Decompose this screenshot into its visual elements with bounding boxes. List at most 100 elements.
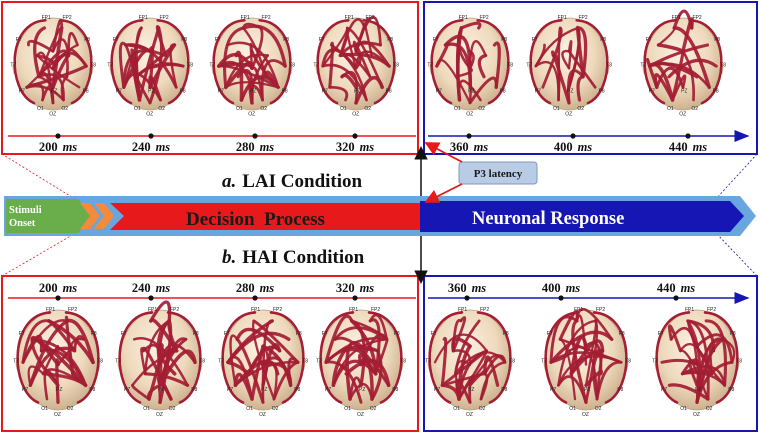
electrode-label: PZ (468, 387, 474, 393)
electrode-label: P8 (386, 89, 392, 95)
electrode-label: F8 (181, 37, 187, 43)
stimuli-onset-label: Stimuli Onset (9, 205, 44, 229)
electrode-label: O2 (260, 106, 267, 112)
electrode-label: T8 (302, 359, 308, 365)
hai-neuronal-panel (423, 275, 758, 432)
tick-dot (352, 295, 358, 301)
electrode-label: PZ (681, 89, 687, 95)
electrode-label: T7 (313, 62, 319, 68)
electrode-label: O1 (340, 106, 347, 112)
electrode-label: T8 (400, 359, 406, 365)
electrode-label: OZ (352, 112, 359, 118)
electrode-label: O2 (158, 106, 165, 112)
neuronal-segment (420, 201, 744, 232)
electrode-label: O1 (453, 406, 460, 412)
electrode-label: OZ (49, 112, 56, 118)
electrode-label: P7 (649, 89, 655, 95)
electrode-label: F8 (193, 331, 199, 337)
electrode-label: PZ (148, 89, 154, 95)
electrode-label: T8 (720, 62, 726, 68)
electrode-label: O2 (577, 106, 584, 112)
electrode-label: T8 (199, 359, 205, 365)
electrode-label: F8 (296, 331, 302, 337)
electrode-label: F7 (19, 331, 25, 337)
electrode-label: T7 (218, 359, 224, 365)
p3-arrow-up (424, 142, 463, 163)
electrode-label: O2 (691, 106, 698, 112)
electrode-label: T7 (640, 62, 646, 68)
electrode-label: F7 (532, 37, 538, 43)
electrode-label: F7 (658, 331, 664, 337)
electrode-label: F8 (387, 37, 393, 43)
electrode-label: FP1 (574, 307, 583, 313)
electrode-label: FP1 (46, 307, 55, 313)
electrode-label: P8 (282, 89, 288, 95)
electrode-label: T8 (625, 359, 631, 365)
electrode-label: T7 (316, 359, 322, 365)
electrode-label: FP2 (160, 15, 169, 21)
electrode-label: P8 (501, 387, 507, 393)
electrode-label: O2 (478, 106, 485, 112)
electrode-label: FP1 (672, 15, 681, 21)
electrode-label: F7 (224, 331, 230, 337)
electrode-label: P8 (392, 387, 398, 393)
chevron-2 (94, 203, 114, 229)
tick-dot (466, 133, 472, 139)
electrode-label: PZ (584, 387, 590, 393)
electrode-label: FP2 (707, 307, 716, 313)
electrode-label: O2 (706, 406, 713, 412)
electrode-label: F7 (646, 37, 652, 43)
electrode-label: FP2 (262, 15, 271, 21)
electrode-label: F7 (322, 331, 328, 337)
electrode-label: F8 (394, 331, 400, 337)
electrode-label: FP1 (241, 15, 250, 21)
electrode-label: P8 (713, 89, 719, 95)
electrode-label: O2 (272, 406, 279, 412)
electrode-label: PZ (359, 387, 365, 393)
electrode-label: P8 (89, 387, 95, 393)
connections (110, 19, 190, 105)
electrode-label: PZ (56, 387, 62, 393)
electrode-label: T8 (509, 359, 515, 365)
electrode-label: T8 (507, 62, 513, 68)
p3-arrow-down (424, 183, 463, 203)
electrode-label: P8 (728, 387, 734, 393)
electrode-label: FP1 (42, 15, 51, 21)
electrode-label: O1 (553, 106, 560, 112)
electrode-label: FP1 (459, 15, 468, 21)
lai-neuronal-panel (423, 1, 758, 155)
electrode-label: OZ (248, 112, 255, 118)
electrode-label: O1 (134, 106, 141, 112)
electrode-label: T8 (97, 359, 103, 365)
electrode-label: F7 (121, 331, 127, 337)
electrode-label: T7 (13, 359, 19, 365)
electrode-label: F8 (714, 37, 720, 43)
tick-dot (252, 133, 258, 139)
electrode-label: FP1 (458, 307, 467, 313)
stimuli-box (6, 199, 92, 233)
electrode-label: OZ (357, 412, 364, 418)
chevron-1 (80, 203, 100, 229)
electrode-label: T7 (209, 62, 215, 68)
connections (430, 19, 510, 105)
electrode-label: FP2 (366, 15, 375, 21)
electrode-label: T7 (10, 62, 16, 68)
connections (428, 311, 512, 404)
tick-dot (464, 295, 470, 301)
electrode-label: T7 (652, 359, 658, 365)
electrode-label: O1 (246, 406, 253, 412)
electrode-label: P7 (22, 387, 28, 393)
electrode-label: FP1 (345, 15, 354, 21)
